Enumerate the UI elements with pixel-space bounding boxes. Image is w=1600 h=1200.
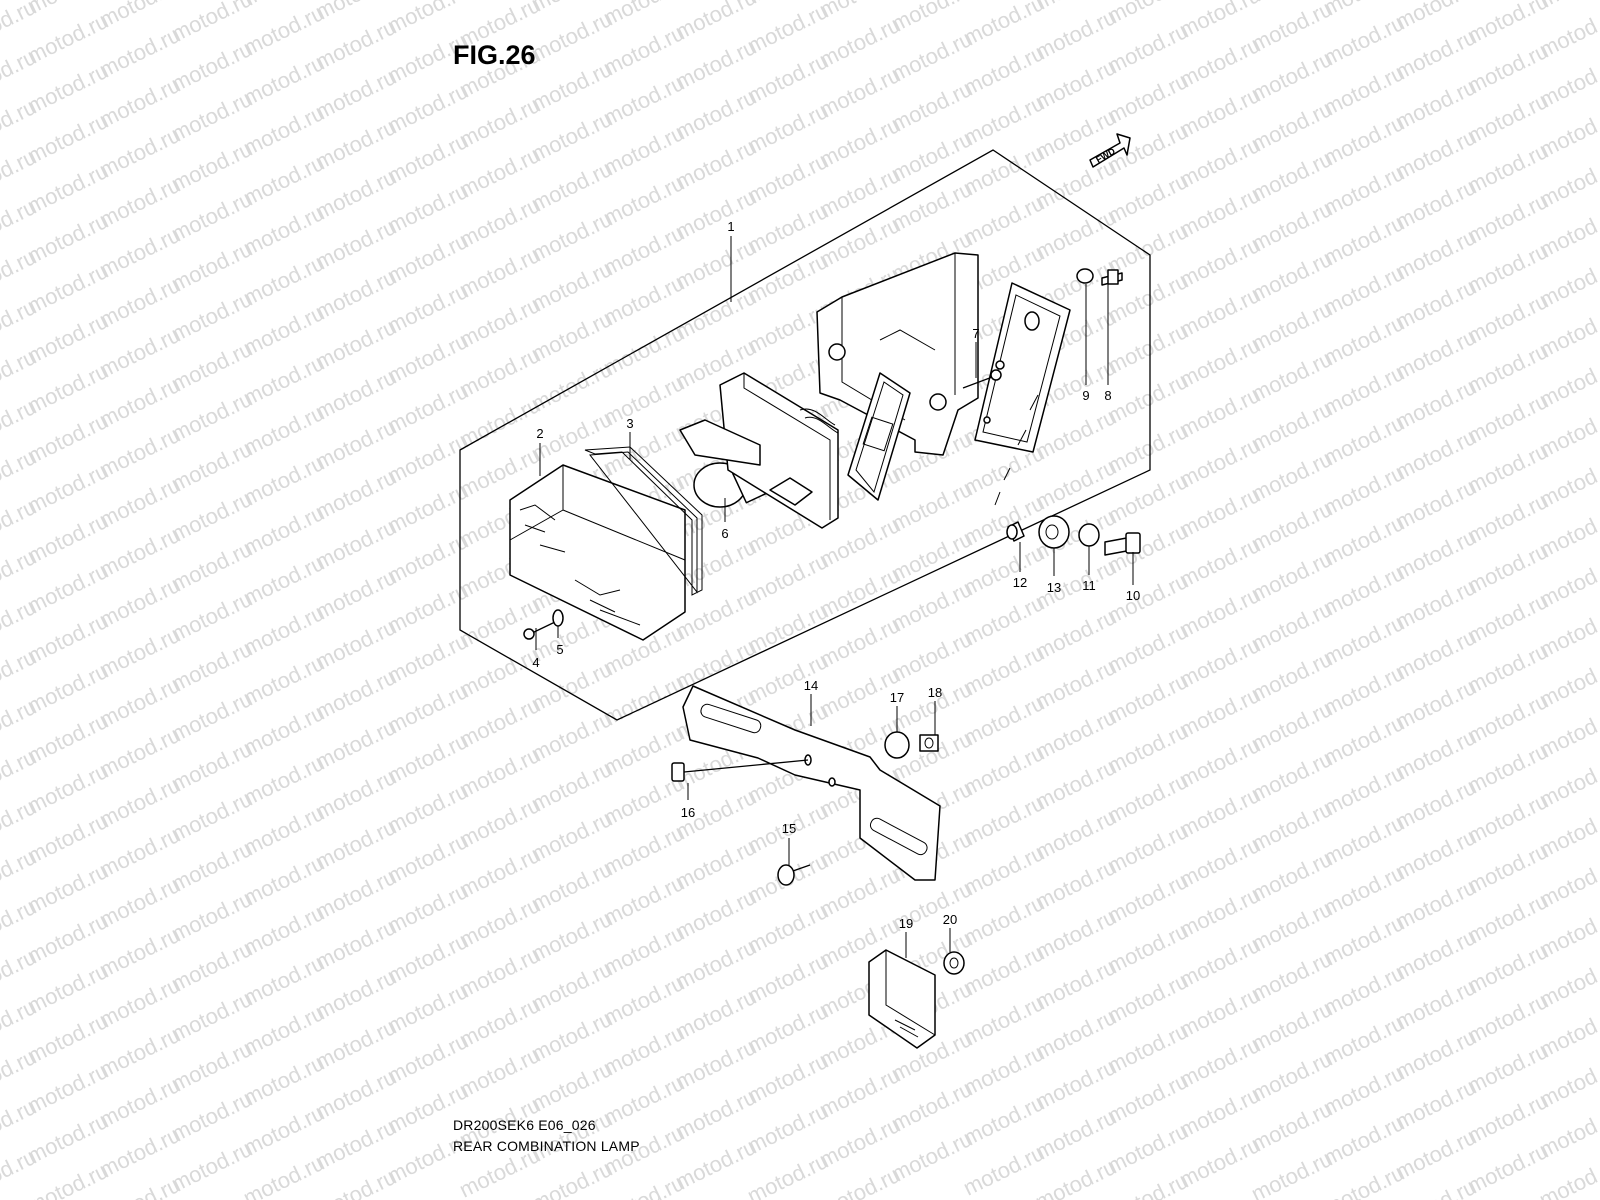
washer-part-17 [884, 731, 910, 759]
gasket-part [584, 446, 703, 596]
callout-17: 17 [890, 690, 904, 705]
callout-20: 20 [943, 912, 957, 927]
lamp-base-part [816, 252, 979, 456]
callout-16: 16 [681, 805, 695, 820]
callout-1: 1 [727, 219, 734, 234]
callout-5: 5 [556, 642, 563, 657]
callout-13: 13 [1047, 580, 1061, 595]
callout-12: 12 [1013, 575, 1027, 590]
callout-15: 15 [782, 821, 796, 836]
plate-light-part [847, 372, 911, 501]
mounting-plate-part [974, 282, 1071, 453]
callout-9: 9 [1082, 388, 1089, 403]
bolt-part-15 [777, 864, 811, 886]
callout-3: 3 [626, 416, 633, 431]
callout-19: 19 [899, 916, 913, 931]
collar-part-12 [1006, 521, 1025, 542]
bolt-part-10 [1104, 532, 1141, 556]
nut-part-13 [1038, 515, 1070, 549]
callout-2: 2 [536, 426, 543, 441]
socket-housing-part [679, 372, 839, 529]
washer-part-11 [1078, 523, 1100, 547]
callout-4: 4 [532, 655, 539, 670]
screw-part-8 [1101, 269, 1123, 286]
lens-part [509, 464, 686, 641]
figure-name: REAR COMBINATION LAMP [453, 1138, 640, 1154]
screw-part-4 [523, 621, 556, 640]
washer-part-9 [1076, 268, 1094, 284]
reflector-part-19 [868, 949, 936, 1049]
nut-part-20 [943, 951, 965, 975]
callout-18: 18 [928, 685, 942, 700]
bracket-part-14 [682, 685, 941, 881]
washer-part-5 [552, 609, 564, 627]
callout-14: 14 [804, 678, 818, 693]
figure-model-code: DR200SEK6 E06_026 [453, 1117, 596, 1133]
nut-part-18 [919, 734, 939, 752]
callout-11: 11 [1082, 578, 1096, 593]
callout-10: 10 [1126, 588, 1140, 603]
callout-numbers: 1 2 3 4 5 6 7 8 9 10 11 12 13 14 15 16 1… [532, 219, 1140, 931]
watermark-text: motod.ru [1535, 0, 1600, 12]
callout-6: 6 [721, 526, 728, 541]
guide-dash [994, 394, 1039, 506]
assembly-outline [459, 149, 1151, 721]
screw-part-7 [962, 369, 1002, 389]
figure-title: FIG.26 [453, 40, 536, 70]
callout-7: 7 [972, 326, 979, 341]
callout-8: 8 [1104, 388, 1111, 403]
leader-lines [535, 236, 1134, 958]
bolt-part-16 [671, 759, 809, 782]
